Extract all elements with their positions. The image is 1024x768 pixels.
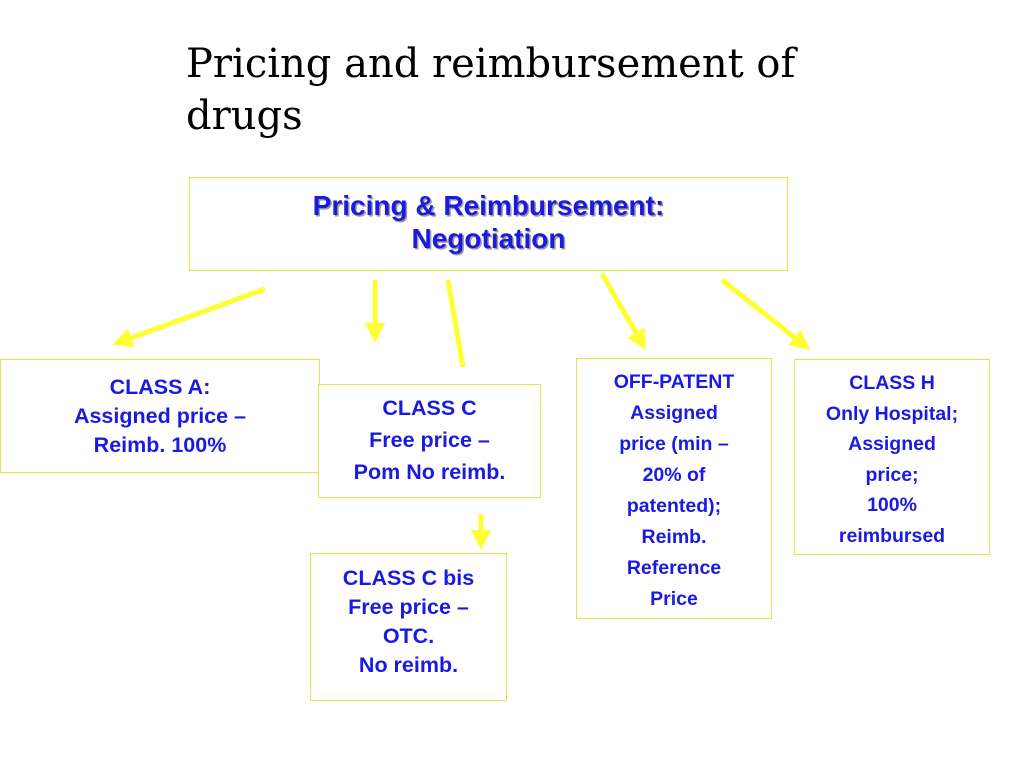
off-patent-line-1: OFF-PATENT [613,371,735,393]
arrow-to-off-patent [599,272,647,350]
off-patent-line-3: price (min – [619,433,729,455]
off-patent-line-2: Assigned [630,402,718,424]
class-a-line-3: Reimb. 100% [93,433,227,457]
class-h-line-4: price; [865,463,919,486]
class-c-line-2: Free price – [369,428,490,452]
class-h-box: CLASS H Only Hospital; Assigned price; 1… [794,359,990,555]
class-h-line-3: Assigned [848,433,936,455]
class-a-line-2: Assigned price – [73,404,247,428]
off-patent-box: OFF-PATENT Assigned price (min – 20% of … [576,358,772,619]
root-box-line-1: Pricing & Reimbursement: [312,190,665,221]
class-c-bis-line-1: CLASS C bis [342,566,475,590]
line-toward-class-c [445,279,466,368]
class-c-box: CLASS C Free price – Pom No reimb. [318,384,541,498]
off-patent-line-6: Reimb. [641,526,707,548]
off-patent-line-4: 20% of [642,464,706,486]
class-h-line-5: 100% [867,494,917,516]
off-patent-line-5: patented); [626,495,722,517]
root-box-negotiation: Pricing & Reimbursement: Negotiation [189,177,788,271]
arrow-to-class-a [112,286,266,348]
arrow-to-class-h [720,278,811,350]
class-h-line-2: Only Hospital; [825,402,959,425]
slide-title-line-2: drugs [186,93,303,139]
class-c-bis-box: CLASS C bis Free price – OTC. No reimb. [310,553,507,701]
off-patent-line-8: Price [650,588,698,610]
root-box-line-2: Negotiation [411,223,566,254]
class-c-bis-line-4: No reimb. [358,653,459,677]
class-h-line-1: CLASS H [849,372,935,394]
class-c-line-3: Pom No reimb. [353,460,506,484]
off-patent-line-7: Reference [626,557,722,579]
slide-title-line-1: Pricing and reimbursement of [186,41,796,87]
class-c-line-1: CLASS C [382,396,477,420]
slide-title: Pricing and reimbursement of drugs [186,38,886,142]
class-c-bis-line-3: OTC. [382,624,435,648]
class-c-bis-line-2: Free price – [348,595,469,619]
class-h-line-6: reimbursed [838,524,946,547]
class-a-box: CLASS A: Assigned price – Reimb. 100% [0,359,320,473]
class-a-line-1: CLASS A: [109,375,211,399]
